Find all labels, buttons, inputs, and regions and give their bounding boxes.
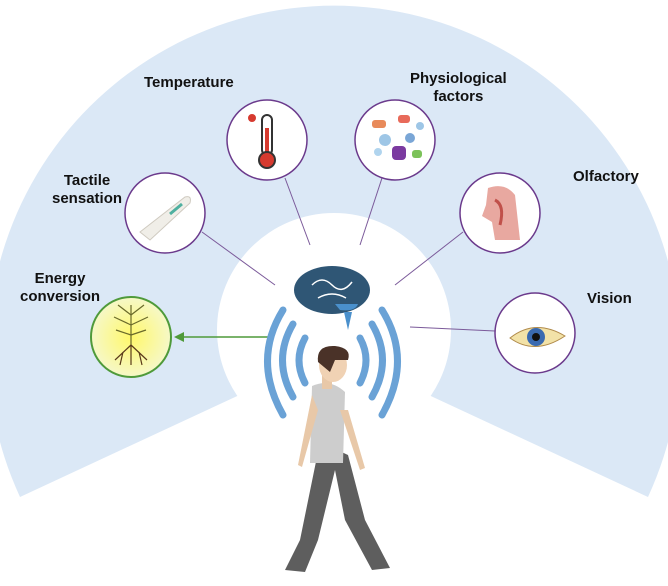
plant-icon	[113, 304, 149, 366]
label-tactile: Tactile sensation	[52, 172, 122, 208]
molecules-icon	[372, 115, 424, 160]
signal-waves-icon	[264, 306, 401, 419]
energy-arrow	[174, 332, 270, 342]
tactile-node	[124, 172, 206, 254]
label-line: Physiological	[410, 70, 507, 87]
label-energy-conversion: Energy conversion	[20, 270, 100, 306]
thermometer-icon	[248, 114, 276, 169]
label-line: sensation	[52, 190, 123, 207]
label-line: factors	[433, 88, 484, 105]
label-line: Tactile	[63, 172, 111, 189]
connector-lines	[201, 177, 496, 332]
physiological-node	[354, 99, 436, 181]
eye-icon	[509, 327, 566, 347]
label-temperature: Temperature	[144, 74, 234, 91]
label-line: Energy	[34, 270, 86, 287]
walking-person-illustration	[285, 345, 390, 572]
vision-node	[494, 292, 576, 374]
label-physiological: Physiological factors	[410, 70, 507, 106]
olfactory-node	[459, 172, 541, 254]
brain-icon	[294, 266, 370, 330]
temperature-node	[226, 99, 308, 181]
label-line: conversion	[20, 288, 101, 305]
label-vision: Vision	[587, 290, 632, 307]
energy-node	[90, 296, 172, 378]
label-olfactory: Olfactory	[573, 168, 639, 185]
